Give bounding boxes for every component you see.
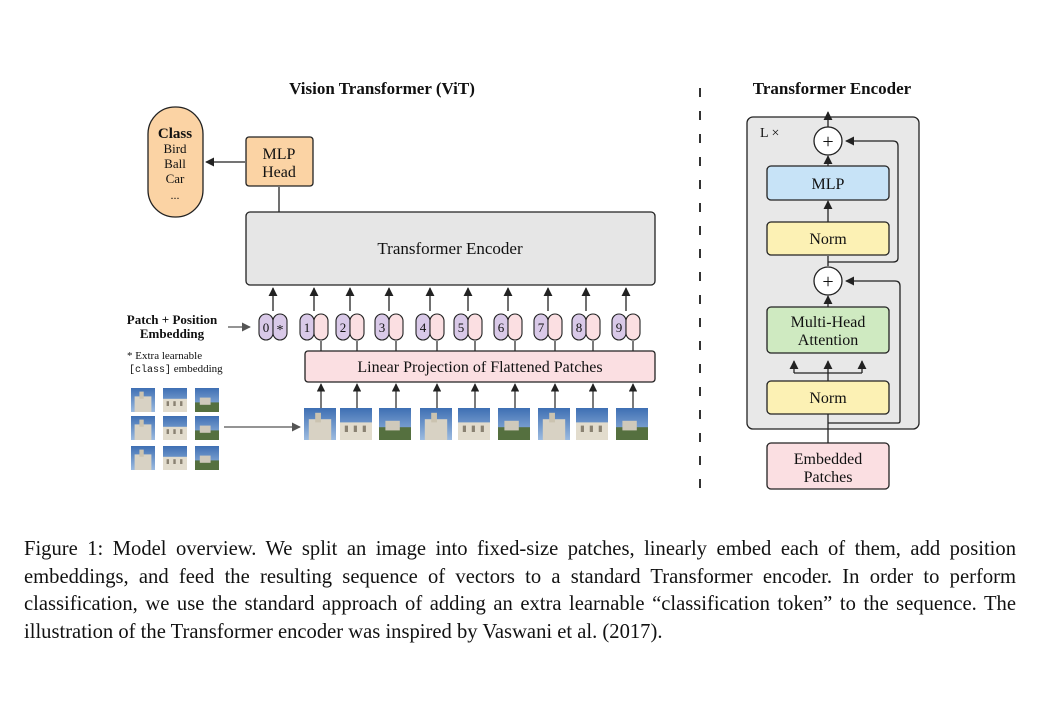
model-overview-diagram: Vision Transformer (ViT) Class Bird Ball…	[127, 79, 920, 490]
class-item-car: Car	[166, 171, 185, 186]
image-grid-patch	[163, 388, 187, 412]
position-index: 2	[340, 320, 347, 335]
vit-title: Vision Transformer (ViT)	[289, 79, 475, 98]
norm-bottom-label: Norm	[809, 390, 847, 407]
plus-bottom-label: +	[822, 271, 833, 293]
flattened-patch	[498, 408, 530, 440]
patch-position-label-line1: Patch + Position	[127, 312, 218, 327]
patch-embedding-1	[313, 313, 329, 341]
class-heading: Class	[158, 126, 192, 142]
plus-node-top	[813, 126, 843, 156]
image-grid-patch	[163, 416, 187, 440]
position-index: 8	[576, 320, 583, 335]
patch-embedding-7	[547, 313, 563, 341]
image-grid-patch	[195, 388, 219, 412]
linear-projection-box	[304, 350, 656, 383]
mlp-label: MLP	[812, 176, 845, 193]
flattened-patch	[576, 408, 608, 440]
embedded-patches-line2: Patches	[804, 469, 853, 486]
token-pair-9: 9	[611, 287, 641, 351]
flattened-patch	[616, 408, 648, 440]
image-grid-patch	[195, 446, 219, 470]
extra-learnable-note: * Extra learnable	[127, 350, 202, 362]
transformer-encoder-box	[245, 211, 656, 286]
mlp-box	[766, 165, 890, 201]
image-grid-patch	[131, 446, 155, 470]
token-pair-4: 4	[415, 287, 445, 351]
class-item-ball: Ball	[164, 156, 186, 171]
flattened-patch	[420, 408, 452, 440]
image-grid-patch	[195, 416, 219, 440]
embedding-word: embedding	[171, 363, 223, 375]
token-pair-3: 3	[374, 287, 404, 351]
encoder-title: Transformer Encoder	[753, 79, 912, 98]
token-pair-6: 6	[493, 287, 523, 351]
mlp-head-line2: Head	[262, 164, 296, 181]
flattened-patch	[304, 408, 336, 440]
patch-embedding-6	[507, 313, 523, 341]
patch-embedding-9	[625, 313, 641, 341]
class-code-token: [class]	[129, 364, 171, 376]
token-pair-2: 2	[335, 287, 365, 351]
image-grid-patch	[131, 388, 155, 412]
attention-box	[766, 306, 890, 354]
token-pair-0: 0*	[258, 287, 288, 341]
class-output-box	[147, 106, 204, 218]
patch-embedding-4	[429, 313, 445, 341]
flattened-patch	[340, 408, 372, 440]
position-index: 6	[498, 320, 505, 335]
flattened-patch	[538, 408, 570, 440]
norm-top-label: Norm	[809, 231, 847, 248]
token-pair-1: 1	[299, 287, 329, 351]
mlp-head-box	[245, 136, 314, 187]
patch-embedding-8	[585, 313, 601, 341]
residual-lower	[828, 276, 901, 424]
flattened-patch	[458, 408, 490, 440]
position-index: 1	[304, 320, 311, 335]
flattened-patch	[379, 408, 411, 440]
transformer-encoder-label: Transformer Encoder	[377, 239, 523, 258]
mlp-head-line1: MLP	[263, 146, 296, 163]
position-index: 9	[616, 320, 623, 335]
position-index: 3	[379, 320, 386, 335]
image-grid-patch	[163, 446, 187, 470]
patch-position-label-line2: Embedding	[140, 326, 205, 341]
token-pair-8: 8	[571, 287, 601, 351]
patch-embedding-3	[388, 313, 404, 341]
norm-box-bottom	[766, 380, 890, 415]
plus-node-bottom	[813, 266, 843, 296]
class-item-bird: Bird	[163, 141, 187, 156]
repeat-label: L ×	[760, 126, 779, 141]
class-item-ellipsis: ...	[171, 188, 180, 202]
position-index: 7	[538, 320, 545, 335]
embedded-patches-box	[766, 442, 890, 490]
linear-projection-label: Linear Projection of Flattened Patches	[357, 359, 602, 376]
attention-label-line1: Multi-Head	[791, 314, 866, 331]
patch-embedding-2	[349, 313, 365, 341]
figure-caption: Figure 1: Model overview. We split an im…	[24, 538, 1016, 643]
class-embedding-note: [class] embedding	[129, 363, 223, 376]
image-grid-patch	[131, 416, 155, 440]
token-pair-5: 5	[453, 287, 483, 351]
position-index: 5	[458, 320, 465, 335]
position-index: 4	[420, 320, 427, 335]
plus-top-label: +	[822, 131, 833, 153]
class-token-embedding	[272, 313, 288, 341]
norm-box-top	[766, 221, 890, 256]
position-index: 0	[263, 320, 270, 335]
class-token-marker: *	[277, 323, 284, 338]
token-pair-7: 7	[533, 287, 563, 351]
residual-upper	[828, 136, 899, 263]
attention-label-line2: Attention	[798, 332, 858, 349]
embedded-patches-line1: Embedded	[794, 451, 862, 468]
patch-embedding-5	[467, 313, 483, 341]
